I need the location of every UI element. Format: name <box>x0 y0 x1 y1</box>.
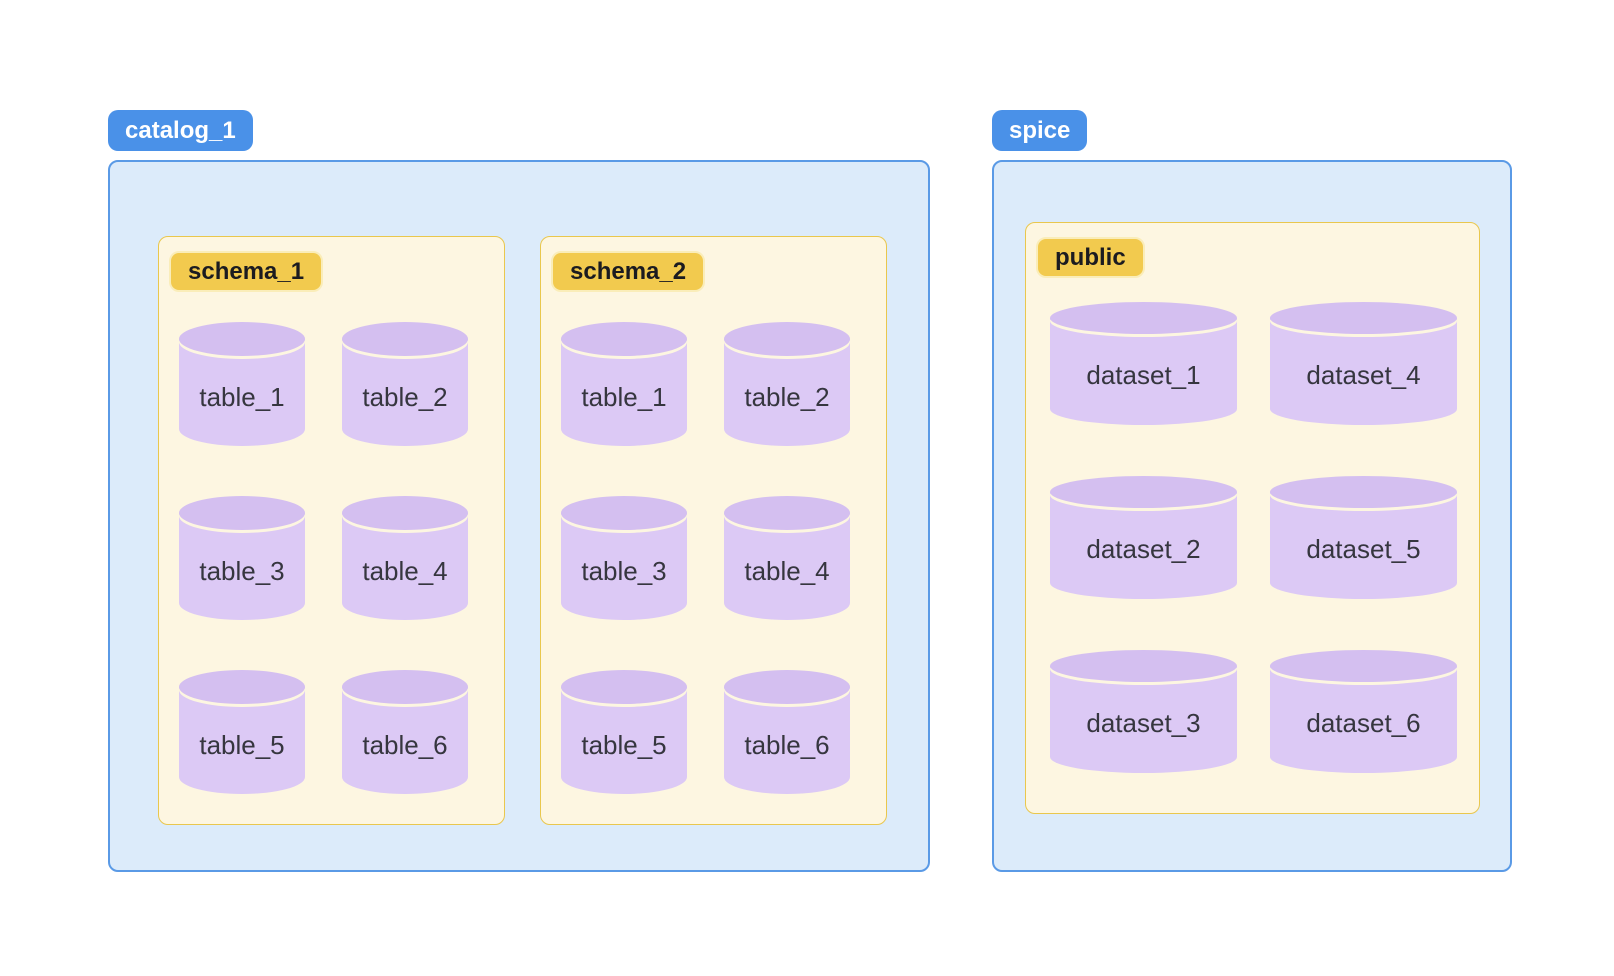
database-cylinder-icon <box>342 322 468 356</box>
database-cylinder-icon <box>179 496 305 530</box>
schema-2-box: schema_2 table_1 table_2 table_3 table_4 <box>540 236 887 825</box>
spice-badge: spice <box>992 110 1088 151</box>
table-label: table_1 <box>581 381 667 412</box>
table-cylinder: table_5 <box>179 670 305 794</box>
public-badge: public <box>1036 237 1145 278</box>
table-label: table_4 <box>362 555 448 586</box>
table-cylinder: table_4 <box>342 496 468 620</box>
table-cylinder: table_1 <box>561 322 687 446</box>
database-cylinder-icon <box>342 670 468 704</box>
schema-1-badge: schema_1 <box>169 251 324 292</box>
database-cylinder-icon <box>724 670 850 704</box>
dataset-cylinder: dataset_4 <box>1270 302 1457 425</box>
table-cylinder: table_3 <box>179 496 305 620</box>
catalog-badge: catalog_1 <box>108 110 253 151</box>
database-cylinder-icon <box>561 496 687 530</box>
database-cylinder-icon <box>724 496 850 530</box>
dataset-label: dataset_4 <box>1306 360 1421 390</box>
table-cylinder: table_3 <box>561 496 687 620</box>
table-cylinder: table_6 <box>342 670 468 794</box>
table-label: table_6 <box>744 729 830 760</box>
database-cylinder-icon <box>1270 650 1457 682</box>
database-cylinder-icon <box>1050 302 1237 334</box>
database-cylinder-icon <box>561 670 687 704</box>
table-cylinder: table_6 <box>724 670 850 794</box>
schema-2-badge: schema_2 <box>551 251 706 292</box>
schema-1-table-grid: table_1 table_2 table_3 table_4 table_5 <box>179 322 468 794</box>
schema-1-box: schema_1 table_1 table_2 table_3 table_4 <box>158 236 505 825</box>
table-label: table_3 <box>199 555 285 586</box>
database-cylinder-icon <box>1050 476 1237 508</box>
dataset-label: dataset_3 <box>1086 708 1201 738</box>
dataset-label: dataset_2 <box>1086 534 1201 564</box>
dataset-cylinder: dataset_1 <box>1050 302 1237 425</box>
table-label: table_5 <box>199 729 285 760</box>
table-label: table_3 <box>581 555 667 586</box>
database-cylinder-icon <box>342 496 468 530</box>
dataset-cylinder: dataset_3 <box>1050 650 1237 773</box>
dataset-label: dataset_5 <box>1306 534 1421 564</box>
table-cylinder: table_1 <box>179 322 305 446</box>
table-cylinder: table_5 <box>561 670 687 794</box>
table-cylinder: table_4 <box>724 496 850 620</box>
database-cylinder-icon <box>561 322 687 356</box>
dataset-label: dataset_6 <box>1306 708 1421 738</box>
table-label: table_6 <box>362 729 448 760</box>
dataset-cylinder: dataset_2 <box>1050 476 1237 599</box>
table-label: table_4 <box>744 555 830 586</box>
table-label: table_2 <box>744 381 830 412</box>
table-label: table_2 <box>362 381 448 412</box>
database-cylinder-icon <box>724 322 850 356</box>
schema-2-table-grid: table_1 table_2 table_3 table_4 table_5 <box>561 322 850 794</box>
dataset-label: dataset_1 <box>1086 360 1201 390</box>
database-cylinder-icon <box>179 670 305 704</box>
database-cylinder-icon <box>1270 302 1457 334</box>
catalog-container: schema_1 table_1 table_2 table_3 table_4 <box>108 160 930 872</box>
table-label: table_1 <box>199 381 285 412</box>
table-cylinder: table_2 <box>342 322 468 446</box>
spice-container: public dataset_1 dataset_4 dataset_2 dat… <box>992 160 1512 872</box>
table-label: table_5 <box>581 729 667 760</box>
database-cylinder-icon <box>1050 650 1237 682</box>
public-dataset-grid: dataset_1 dataset_4 dataset_2 dataset_5 … <box>1050 302 1457 773</box>
dataset-cylinder: dataset_6 <box>1270 650 1457 773</box>
database-cylinder-icon <box>179 322 305 356</box>
table-cylinder: table_2 <box>724 322 850 446</box>
dataset-cylinder: dataset_5 <box>1270 476 1457 599</box>
public-box: public dataset_1 dataset_4 dataset_2 dat… <box>1025 222 1480 814</box>
database-cylinder-icon <box>1270 476 1457 508</box>
